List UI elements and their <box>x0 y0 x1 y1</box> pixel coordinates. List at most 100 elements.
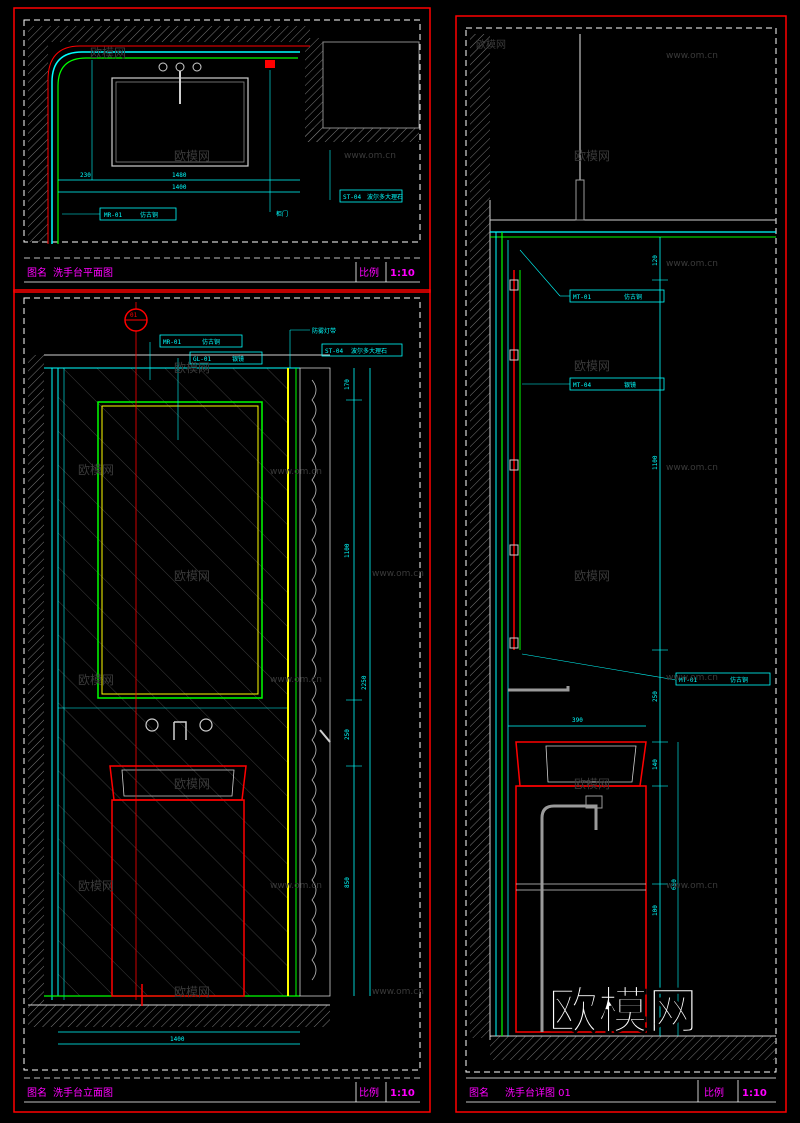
elev-title-label: 图名 <box>27 1086 47 1099</box>
section-marker-number: 01 <box>130 312 138 319</box>
watermark-text: 欧模网 <box>174 985 210 999</box>
plan-tap-hole <box>175 62 185 72</box>
plan-marker <box>265 60 275 68</box>
detail-tag-code: MT-04 <box>573 382 591 389</box>
elev-scale-label: 比例 <box>359 1086 379 1099</box>
watermark-text: 欧模网 <box>574 359 610 373</box>
detail-title: 洗手台详图 01 <box>505 1086 571 1099</box>
elev-dim-v: 850 <box>344 877 351 888</box>
watermark-url: www.om.cn <box>270 467 322 477</box>
plan-counter-outer <box>47 45 310 244</box>
watermark-url: www.om.cn <box>666 259 718 269</box>
plan-tag-code: MR-01 <box>104 212 122 219</box>
watermark-text: 欧模网 <box>90 46 126 60</box>
watermark-url: www.om.cn <box>666 881 718 891</box>
detail-cabinet <box>515 785 647 1033</box>
elev-tag-name: 银镜 <box>232 355 244 363</box>
detail-tag-box <box>675 672 771 686</box>
elev-tap-handle <box>199 718 213 732</box>
watermark-text: 欧模网 <box>476 39 506 51</box>
elev-tag-box <box>189 351 263 365</box>
watermark-url: www.om.cn <box>270 881 322 891</box>
elev-dim-v: 2250 <box>361 675 368 690</box>
plan-scale: 1:10 <box>390 268 415 279</box>
detail-scale-label: 比例 <box>704 1086 724 1099</box>
elev-dim-v: 1100 <box>344 543 351 558</box>
elev-wall-left <box>28 355 44 1005</box>
detail-view: 120 1100 250 140 650 100 390 MT-01 仿古铜 M… <box>455 15 787 1113</box>
detail-frame <box>455 15 787 1113</box>
elev-dim-v: 250 <box>344 729 351 740</box>
plan-note: 柜门 <box>276 210 288 218</box>
detail-tag-box <box>569 377 665 391</box>
plan-wall-right <box>305 38 323 142</box>
watermark-text: 欧模网 <box>174 777 210 791</box>
elev-tag-code: ST-04 <box>325 348 343 355</box>
detail-tag-name: 仿古铜 <box>624 293 642 301</box>
watermark-url: www.om.cn <box>372 987 424 997</box>
watermark-url: www.om.cn <box>270 675 322 685</box>
detail-tag-code: MT-01 <box>679 677 697 684</box>
detail-floor <box>490 1036 776 1060</box>
watermark-text: 欧模网 <box>574 777 610 791</box>
watermark-text: 欧模网 <box>174 149 210 163</box>
watermark-text: 欧模网 <box>78 463 114 477</box>
detail-title-label: 图名 <box>469 1086 489 1099</box>
watermark-text: 欧模网 <box>574 569 610 583</box>
plan-tap-hole <box>158 62 168 72</box>
detail-dim-h: 390 <box>572 717 583 724</box>
watermark-text: 欧模网 <box>78 673 114 687</box>
plan-title-label: 图名 <box>27 266 47 279</box>
elev-spout <box>173 721 187 740</box>
watermark-url: www.om.cn <box>666 673 718 683</box>
plan-wall-bottom-right <box>305 128 419 142</box>
plan-counter-edge <box>51 51 300 244</box>
detail-tag-name: 银镜 <box>624 381 636 389</box>
elev-mirror-outer <box>97 401 263 699</box>
watermarks: 欧模网 欧模网 www.om.cn 欧模网 www.om.cn 欧模网 www.… <box>78 39 718 999</box>
watermark-text: 欧模网 <box>574 149 610 163</box>
plan-tag-name: 波尔多大理石 <box>367 193 403 201</box>
elev-towel-hook <box>319 729 331 743</box>
elev-cabinet <box>111 799 245 997</box>
elev-tag-box <box>321 343 403 357</box>
detail-dim-v: 140 <box>652 759 659 770</box>
detail-dim-v: 120 <box>652 255 659 266</box>
detail-tag-code: MT-01 <box>573 294 591 301</box>
elev-tag-box <box>159 334 243 348</box>
watermark-url: www.om.cn <box>344 151 396 161</box>
plan-tag-box <box>339 189 403 203</box>
elev-moulding <box>299 367 331 997</box>
elevation-border <box>23 297 421 1071</box>
detail-wall <box>470 34 490 1038</box>
detail-scale: 1:10 <box>742 1088 767 1099</box>
detail-drain-pipe <box>540 804 598 1032</box>
watermark-text: 欧模网 <box>174 361 210 375</box>
plan-view: 230 1480 1400 ST-04 波尔多大理石 MR-01 仿古铜 柜门 … <box>13 7 431 293</box>
detail-dim-v: 250 <box>652 691 659 702</box>
detail-dim-v: 650 <box>671 879 678 890</box>
elev-note: 防雾灯带 <box>312 327 336 335</box>
watermark-url: www.om.cn <box>666 463 718 473</box>
elev-dim-h: 1400 <box>170 1036 185 1043</box>
plan-tag-name: 仿古铜 <box>140 211 158 219</box>
elev-floor <box>28 1005 330 1027</box>
plan-tag-code: ST-04 <box>343 194 361 201</box>
elevation-view: 01 MR-01 仿古铜 GL-01 银镜 ST-04 波尔多大理石 防雾灯带 … <box>13 289 431 1113</box>
detail-tag-name: 仿古铜 <box>730 676 748 684</box>
detail-tag-box <box>569 289 665 303</box>
plan-dim-label: 1480 <box>172 172 187 179</box>
watermark-text: 欧模网 <box>78 879 114 893</box>
plan-title: 洗手台平面图 <box>53 266 113 279</box>
plan-scale-label: 比例 <box>359 266 379 279</box>
elev-tag-name: 仿古铜 <box>202 338 220 346</box>
plan-counter-inner <box>57 57 298 244</box>
elev-mirror-inner <box>101 405 259 695</box>
plan-wall-top <box>28 26 310 42</box>
plan-dim-label: 1400 <box>172 184 187 191</box>
plan-border <box>23 19 421 243</box>
elev-tap-handle <box>145 718 159 732</box>
detail-dim-v: 100 <box>652 905 659 916</box>
watermark-logo: 欧模网 <box>548 982 698 1040</box>
